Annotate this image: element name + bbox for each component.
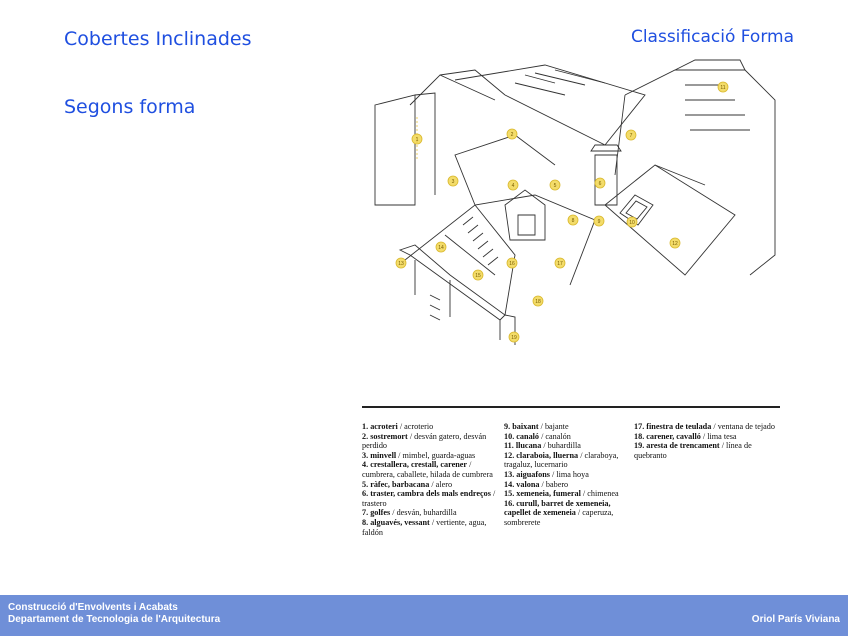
legend-item: 13. aiguafons / lima hoya	[504, 469, 589, 479]
legend-column-1: 1. acroteri / acroterio 2. sostremort / …	[362, 422, 502, 537]
marker-5: 5	[554, 183, 557, 189]
legend-item: 2. sostremort / desván gatero, desván pe…	[362, 431, 487, 451]
marker-15: 15	[475, 273, 481, 279]
footer-author: Oriol París Viviana	[751, 614, 840, 625]
marker-14: 14	[438, 245, 444, 251]
section-title: Classificació Forma	[630, 27, 794, 47]
marker-7: 7	[630, 133, 633, 139]
marker-9: 9	[598, 219, 601, 225]
legend-item: 1. acroteri / acroterio	[362, 422, 434, 431]
marker-8: 8	[572, 218, 575, 224]
marker-19: 19	[511, 335, 517, 341]
slide-subtitle: Segons forma	[64, 96, 196, 118]
legend-item: 16. curull, barret de xemeneia, capellet…	[504, 498, 614, 527]
legend-item: 11. llucana / buhardilla	[504, 441, 581, 451]
legend-item: 14. valona / babero	[504, 479, 569, 489]
legend-column-3: 17. finestra de teulada / ventana de tej…	[634, 422, 782, 460]
legend-item: 10. canaló / canalón	[504, 431, 571, 441]
footer-course: Construcció d'Envolvents i Acabats	[8, 602, 178, 613]
marker-18: 18	[535, 299, 541, 305]
marker-12: 12	[672, 241, 678, 247]
legend-item: 4. crestallera, crestall, carener / cumb…	[362, 460, 493, 479]
legend-item: 18. carener, cavalló / lima tesa	[634, 431, 737, 441]
marker-4: 4	[512, 183, 515, 189]
slide-title: Cobertes Inclinades	[64, 28, 252, 50]
legend-item: 7. golfes / desván, buhardilla	[362, 508, 457, 518]
legend-item: 8. alguavés, vessant / vertiente, agua, …	[362, 517, 487, 537]
marker-3: 3	[452, 179, 455, 185]
footer-department: Departament de Tecnologia de l'Arquitect…	[8, 614, 221, 625]
footer-bar	[0, 595, 848, 636]
legend-item: 17. finestra de teulada / ventana de tej…	[634, 422, 775, 431]
legend-item: 5. ràfec, barbacana / alero	[362, 479, 453, 489]
legend-item: 19. aresta de trencament / línea de queb…	[634, 441, 752, 460]
marker-11: 11	[720, 85, 725, 91]
marker-16: 16	[509, 261, 515, 267]
legend-item: 6. traster, cambra dels mals endreços / …	[362, 489, 496, 508]
marker-6: 6	[599, 181, 602, 187]
marker-2: 2	[511, 132, 514, 138]
marker-10: 10	[629, 220, 635, 226]
legend-item: 15. xemeneia, fumeral / chimenea	[504, 489, 619, 499]
marker-1: 1	[416, 137, 419, 143]
legend-item: 12. claraboia, lluerna / claraboya, trag…	[504, 450, 619, 470]
marker-17: 17	[557, 261, 563, 267]
legend-rule	[362, 406, 780, 408]
legend-item: 3. minvell / mimbel, guarda-aguas	[362, 450, 476, 460]
legend-item: 9. baixant / bajante	[504, 422, 569, 431]
marker-13: 13	[398, 261, 404, 267]
legend-column-2: 9. baixant / bajante 10. canaló / canaló…	[504, 422, 632, 528]
